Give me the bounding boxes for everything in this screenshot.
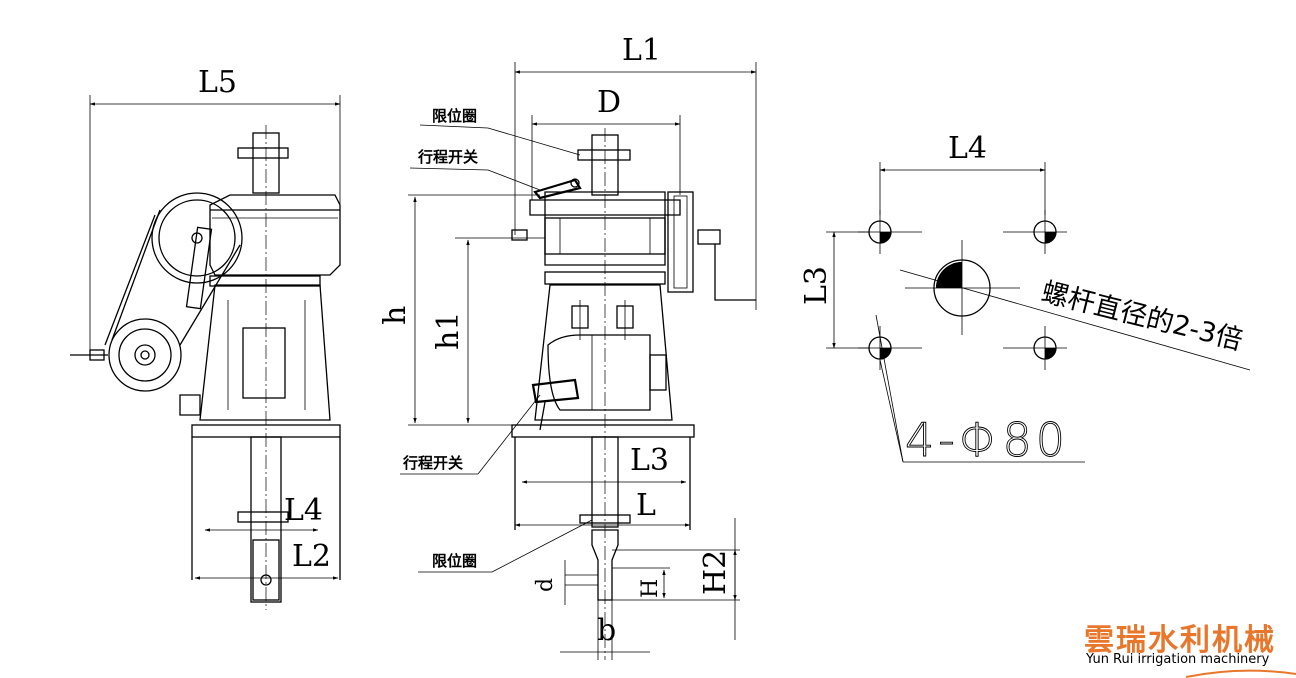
dim-l3-mid-label: L3 [630,443,669,478]
side-view: L5 [70,65,341,610]
dim-l3-right-label: L3 [799,266,834,305]
label-travel-switch-bottom: 行程开关 [402,454,463,472]
label-travel-switch-top: 行程开关 [417,148,478,166]
bolt-hole [858,210,922,254]
dim-h-label: h [378,306,413,325]
dim-l-mid-label: L [636,488,656,523]
bolt-hole [1003,326,1067,370]
dim-l4-right-label: L4 [948,131,987,166]
company-logo: 雲瑞水利机械 [1084,623,1276,658]
dim-b-label: b [597,613,616,648]
label-bolt-holes: 4-Φ80 [905,413,1069,467]
label-screw-note: 螺杆直径的2-3倍 [1038,277,1245,357]
bolt-hole [858,326,922,370]
label-limit-ring-bottom: 限位圈 [432,552,477,570]
dim-l2-label: L2 [292,539,331,574]
dim-d-label: D [597,85,621,120]
front-view: L1 D [378,33,757,660]
dim-h-small-label: H [638,579,663,598]
dim-l4-left-label: L4 [284,493,323,528]
dim-l5-label: L5 [198,65,237,100]
logo-swoosh [1186,669,1296,678]
dim-l1-label: L1 [622,33,661,68]
dim-d-small-label: d [533,578,558,592]
screw-hole [905,240,1020,335]
company-logo-subtitle: Yun Rui irrigation machinery [1086,652,1270,667]
label-limit-ring-top: 限位圈 [432,107,477,125]
bolt-pattern-view: L4 L3 [799,131,1251,467]
bolt-hole [1003,210,1067,254]
dim-h2-label: H2 [698,550,733,595]
dim-h1-label: h1 [431,312,466,350]
